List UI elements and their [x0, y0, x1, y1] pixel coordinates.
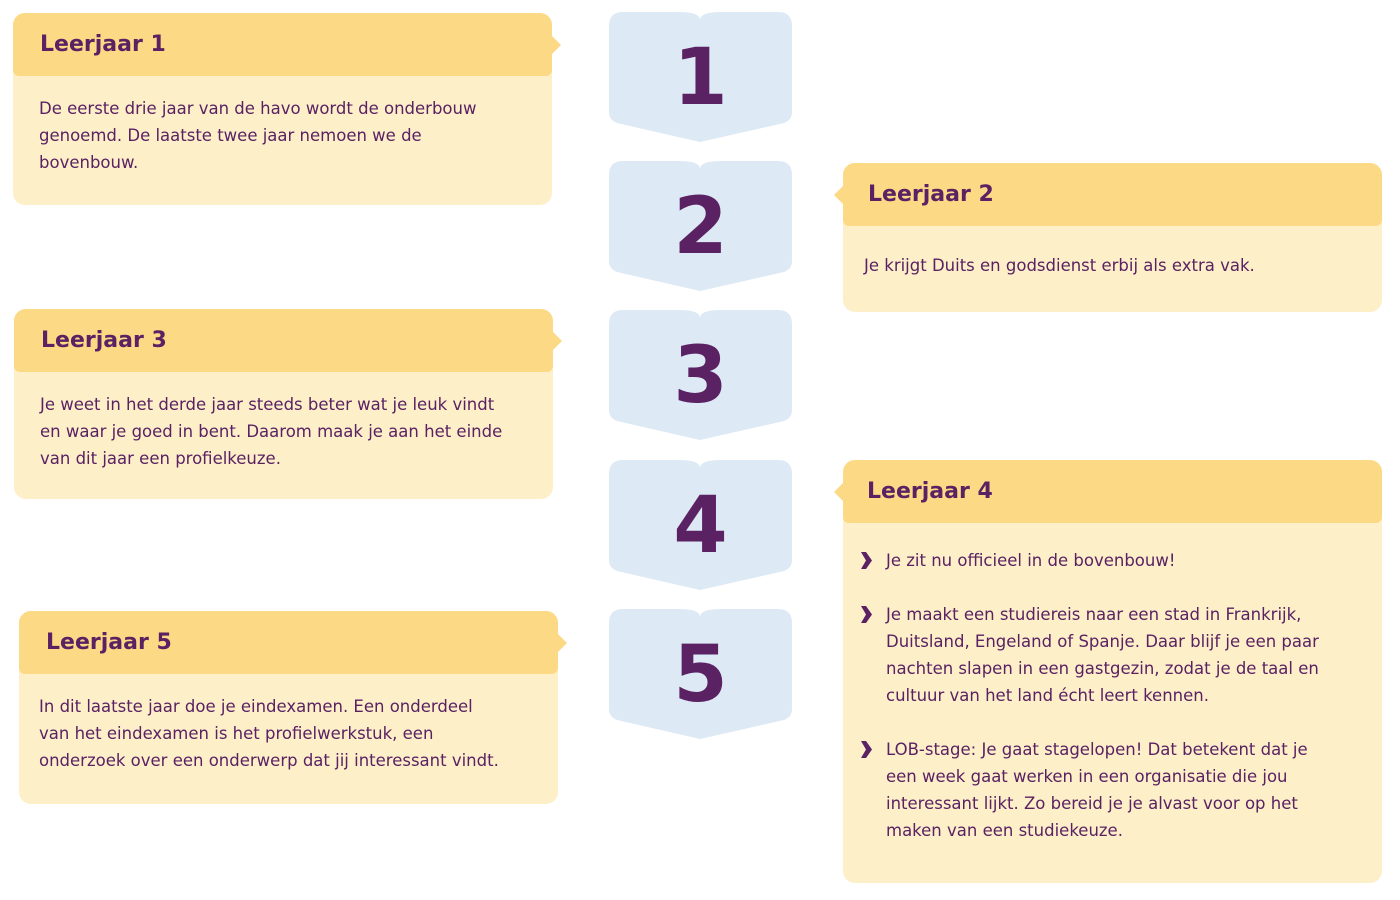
card-body: De eerste drie jaar van de havo wordt de…: [39, 95, 512, 176]
body-line: Je krijgt Duits en godsdienst erbij als …: [864, 256, 1255, 275]
card-title: Leerjaar 5: [46, 630, 172, 655]
pointer-arrow: [553, 332, 562, 350]
body-line: en waar je goed in bent. Daarom maak je …: [40, 422, 503, 441]
body-line: De eerste drie jaar van de havo wordt de…: [39, 99, 477, 118]
pointer-arrow: [834, 483, 843, 501]
pointer-arrow: [834, 186, 843, 204]
card-title: Leerjaar 4: [867, 479, 993, 504]
step-shape: [609, 310, 792, 440]
chevron-right-icon: [861, 606, 872, 623]
chevron-right-icon: [861, 741, 872, 758]
step-number: 3: [673, 331, 728, 421]
list-item: Je maakt een studiereis naar een stad in…: [860, 601, 1332, 709]
card-leerjaar-1: Leerjaar 1 De eerste drie jaar van de ha…: [13, 13, 561, 205]
body-line: onderzoek over een onderwerp dat jij int…: [39, 751, 499, 770]
list-item: Je zit nu officieel in de bovenbouw!: [860, 547, 1332, 574]
step-4: 4: [609, 460, 792, 590]
card-leerjaar-2: Leerjaar 2 Je krijgt Duits en godsdienst…: [834, 163, 1382, 312]
body-line: bovenbouw.: [39, 153, 139, 172]
card-body: Je krijgt Duits en godsdienst erbij als …: [864, 252, 1342, 279]
card-leerjaar-3: Leerjaar 3 Je weet in het derde jaar ste…: [14, 309, 562, 499]
card-body: In dit laatste jaar doe je eindexamen. E…: [39, 693, 528, 774]
step-number: 2: [673, 182, 728, 272]
step-2: 2: [609, 161, 792, 291]
step-shape: [609, 161, 792, 291]
pointer-arrow: [552, 36, 561, 54]
card-title: Leerjaar 2: [868, 182, 994, 207]
step-shape: [609, 12, 792, 142]
step-number: 1: [673, 33, 728, 123]
bullet-text: Je maakt een studiereis naar een stad in…: [886, 605, 1319, 705]
card-header: Leerjaar 2: [834, 163, 1382, 226]
card-header: Leerjaar 1: [13, 13, 561, 76]
bullet-text: LOB-stage: Je gaat stagelopen! Dat betek…: [886, 740, 1308, 840]
step-1: 1: [609, 12, 792, 142]
body-line: van dit jaar een profielkeuze.: [40, 449, 281, 468]
body-line: In dit laatste jaar doe je eindexamen. E…: [39, 697, 473, 716]
step-number: 5: [673, 630, 728, 720]
body-line: genoemd. De laatste twee jaar nemoen we …: [39, 126, 422, 145]
step-3: 3: [609, 310, 792, 440]
card-title: Leerjaar 3: [41, 328, 167, 353]
card-leerjaar-4: Leerjaar 4 Je zit nu officieel in de bov…: [834, 460, 1382, 883]
step-5: 5: [609, 609, 792, 739]
chevron-right-icon: [861, 552, 872, 569]
card-body: Je zit nu officieel in de bovenbouw! Je …: [860, 547, 1332, 871]
step-shape: [609, 460, 792, 590]
card-leerjaar-5: Leerjaar 5 In dit laatste jaar doe je ei…: [19, 611, 567, 804]
card-header: Leerjaar 5: [19, 611, 567, 674]
list-item: LOB-stage: Je gaat stagelopen! Dat betek…: [860, 736, 1332, 844]
card-header: Leerjaar 4: [834, 460, 1382, 523]
body-line: Je weet in het derde jaar steeds beter w…: [40, 395, 495, 414]
card-header: Leerjaar 3: [14, 309, 562, 372]
bullet-list: Je zit nu officieel in de bovenbouw! Je …: [860, 547, 1332, 844]
body-line: van het eindexamen is het profielwerkstu…: [39, 724, 434, 743]
step-shape: [609, 609, 792, 739]
card-body: Je weet in het derde jaar steeds beter w…: [40, 391, 513, 472]
pointer-arrow: [558, 634, 567, 652]
bullet-text: Je zit nu officieel in de bovenbouw!: [886, 551, 1176, 570]
step-number: 4: [673, 481, 728, 571]
card-title: Leerjaar 1: [40, 32, 166, 57]
